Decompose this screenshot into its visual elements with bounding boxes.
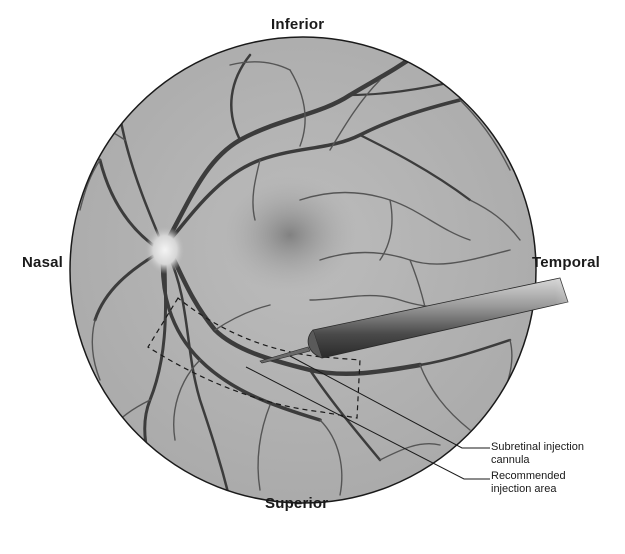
label-temporal: Temporal (532, 254, 601, 271)
label-inferior: Inferior (271, 16, 325, 33)
callout-cannula: Subretinal injection cannula (491, 441, 584, 467)
callout-area-line-1: Recommended (491, 470, 566, 482)
leader-lines (245, 355, 490, 480)
optic-disc (145, 226, 185, 274)
callout-area-line-2: injection area (491, 483, 557, 495)
label-nasal: Nasal (22, 254, 64, 271)
fundus-outline (69, 36, 537, 504)
callout-area: Recommended injection area (491, 470, 566, 496)
macula (220, 175, 360, 295)
cannula (259, 268, 625, 364)
callout-cannula-line-1: Subretinal injection (491, 441, 584, 453)
callout-cannula-line-2: cannula (491, 454, 530, 466)
label-superior: Superior (265, 495, 329, 512)
